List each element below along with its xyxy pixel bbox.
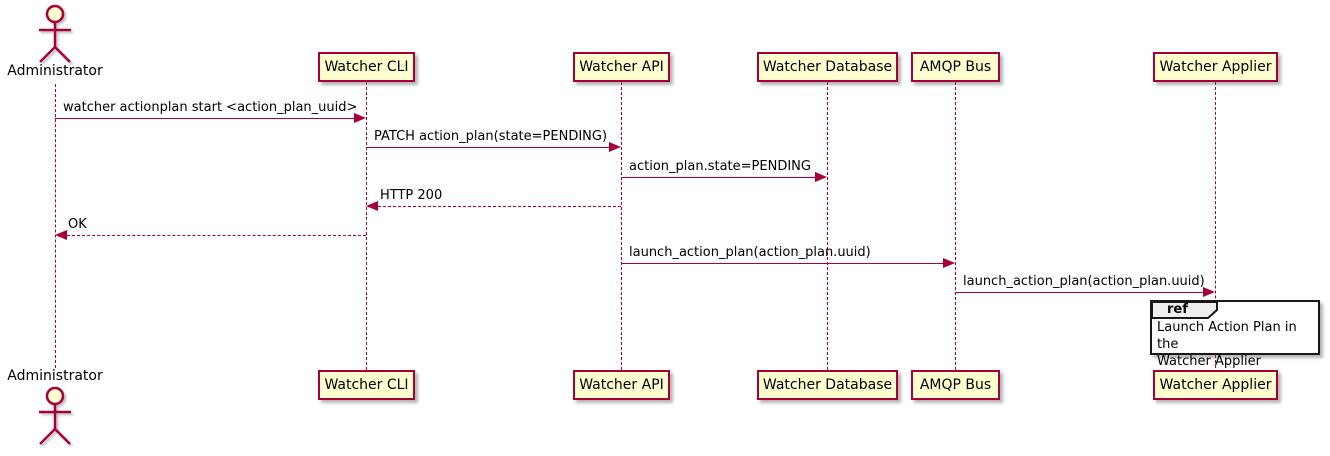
message-label: PATCH action_plan(state=PENDING) bbox=[374, 129, 608, 144]
message-line bbox=[621, 263, 943, 264]
actor-icon bbox=[39, 4, 71, 63]
lifeline-watcher-database bbox=[827, 82, 828, 370]
lifeline-watcher-cli bbox=[366, 82, 367, 370]
message-label: action_plan.state=PENDING bbox=[629, 159, 811, 174]
participant-watcher-database-bottom: Watcher Database bbox=[757, 370, 898, 400]
message-label: launch_action_plan(action_plan.uuid) bbox=[963, 274, 1205, 289]
ref-fragment: ref Launch Action Plan in the Watcher Ap… bbox=[1150, 300, 1320, 369]
participant-watcher-api-bottom: Watcher API bbox=[573, 370, 670, 400]
lifeline-watcher-api bbox=[621, 82, 622, 370]
message-line bbox=[67, 235, 366, 236]
message-line bbox=[55, 118, 354, 119]
participant-watcher-applier-bottom: Watcher Applier bbox=[1153, 370, 1278, 400]
arrowhead-icon bbox=[1203, 287, 1215, 297]
participant-amqp-bus-bottom: AMQP Bus bbox=[911, 370, 1000, 400]
participant-watcher-cli-top: Watcher CLI bbox=[318, 52, 415, 82]
ref-text: Launch Action Plan in the Watcher Applie… bbox=[1157, 320, 1297, 369]
actor-icon bbox=[39, 386, 71, 445]
actor-name-bottom: Administrator bbox=[7, 368, 103, 384]
message-label: OK bbox=[68, 217, 87, 232]
actor-name-top: Administrator bbox=[7, 63, 103, 79]
lifeline-administrator bbox=[55, 84, 56, 368]
message-line bbox=[621, 177, 815, 178]
arrowhead-icon bbox=[943, 258, 955, 268]
message-label: watcher actionplan start <action_plan_uu… bbox=[63, 100, 358, 115]
arrowhead-icon bbox=[609, 142, 621, 152]
message-label: launch_action_plan(action_plan.uuid) bbox=[629, 245, 871, 260]
participant-watcher-applier-top: Watcher Applier bbox=[1153, 52, 1278, 82]
participant-watcher-cli-bottom: Watcher CLI bbox=[318, 370, 415, 400]
participant-watcher-database-top: Watcher Database bbox=[757, 52, 898, 82]
participant-watcher-api-top: Watcher API bbox=[573, 52, 670, 82]
message-label: HTTP 200 bbox=[380, 188, 443, 203]
arrowhead-icon bbox=[815, 172, 827, 182]
arrowhead-icon bbox=[55, 230, 67, 240]
message-line bbox=[955, 292, 1203, 293]
arrowhead-icon bbox=[366, 201, 378, 211]
message-line bbox=[378, 206, 621, 207]
lifeline-watcher-applier bbox=[1215, 82, 1216, 368]
participant-amqp-bus-top: AMQP Bus bbox=[911, 52, 1000, 82]
ref-keyword: ref bbox=[1167, 302, 1188, 317]
lifeline-amqp-bus bbox=[955, 82, 956, 370]
ref-tab-shape bbox=[1151, 301, 1218, 319]
arrowhead-icon bbox=[354, 113, 366, 123]
message-line bbox=[366, 147, 609, 148]
